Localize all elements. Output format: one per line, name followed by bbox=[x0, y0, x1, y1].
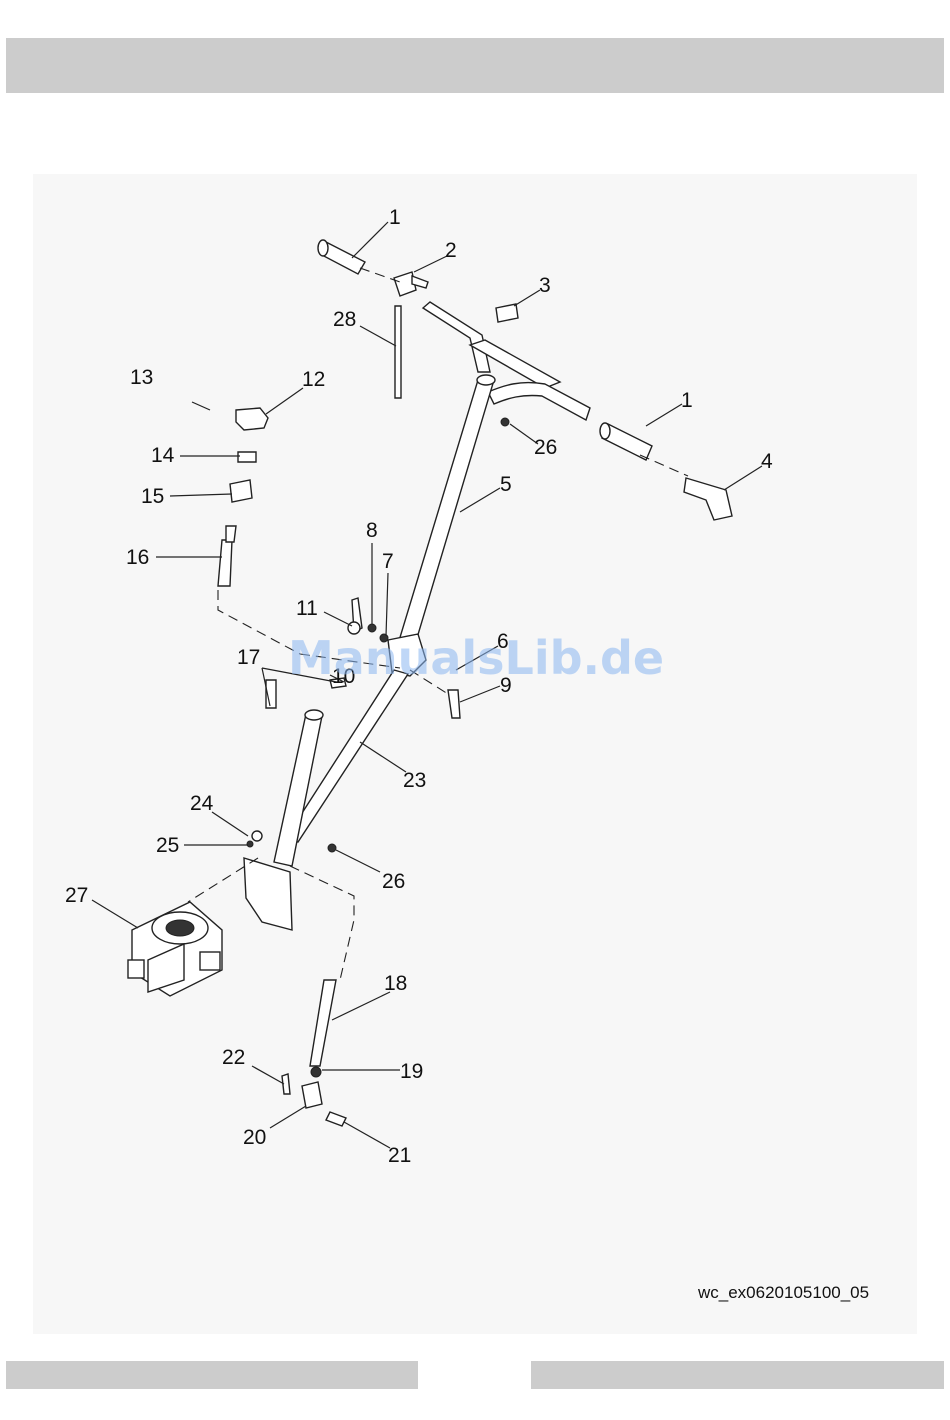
callout-24: 24 bbox=[190, 792, 214, 815]
callout-12: 12 bbox=[302, 368, 325, 391]
callout-18: 18 bbox=[384, 972, 407, 995]
callout-8: 8 bbox=[366, 519, 378, 542]
callout-labels: 1 2 3 28 13 12 1 26 4 14 5 15 16 8 7 11 … bbox=[65, 206, 773, 1167]
footer-bar-left bbox=[6, 1361, 418, 1389]
footer-bar-right bbox=[531, 1361, 944, 1389]
callout-19: 19 bbox=[400, 1060, 423, 1083]
callout-7: 7 bbox=[382, 550, 394, 573]
callout-26-lower: 26 bbox=[382, 870, 405, 893]
callout-22: 22 bbox=[222, 1046, 245, 1069]
callout-23: 23 bbox=[403, 769, 426, 792]
callout-1-right: 1 bbox=[681, 389, 693, 412]
shift-rod-assembly bbox=[282, 980, 346, 1126]
gearbox bbox=[128, 902, 222, 996]
callout-5: 5 bbox=[500, 473, 512, 496]
callout-28: 28 bbox=[333, 308, 356, 331]
callout-13: 13 bbox=[130, 366, 153, 389]
watermark-text: ManualsLib.de bbox=[288, 631, 664, 685]
callout-27: 27 bbox=[65, 884, 88, 907]
callout-26-upper: 26 bbox=[534, 436, 557, 459]
callout-20: 20 bbox=[243, 1126, 266, 1149]
callout-25: 25 bbox=[156, 834, 179, 857]
callout-17: 17 bbox=[237, 646, 260, 669]
callout-14: 14 bbox=[151, 444, 175, 467]
callout-21: 21 bbox=[388, 1144, 411, 1167]
callout-11: 11 bbox=[296, 597, 318, 620]
callout-15: 15 bbox=[141, 485, 164, 508]
callout-2: 2 bbox=[445, 239, 457, 262]
callout-1-top: 1 bbox=[389, 206, 401, 229]
drawing-code: wc_ex0620105100_05 bbox=[698, 1283, 869, 1303]
callout-3: 3 bbox=[539, 274, 551, 297]
leader-lines bbox=[92, 222, 762, 1148]
handlebar-assembly bbox=[318, 240, 732, 648]
callout-4: 4 bbox=[761, 450, 773, 473]
callout-16: 16 bbox=[126, 546, 149, 569]
